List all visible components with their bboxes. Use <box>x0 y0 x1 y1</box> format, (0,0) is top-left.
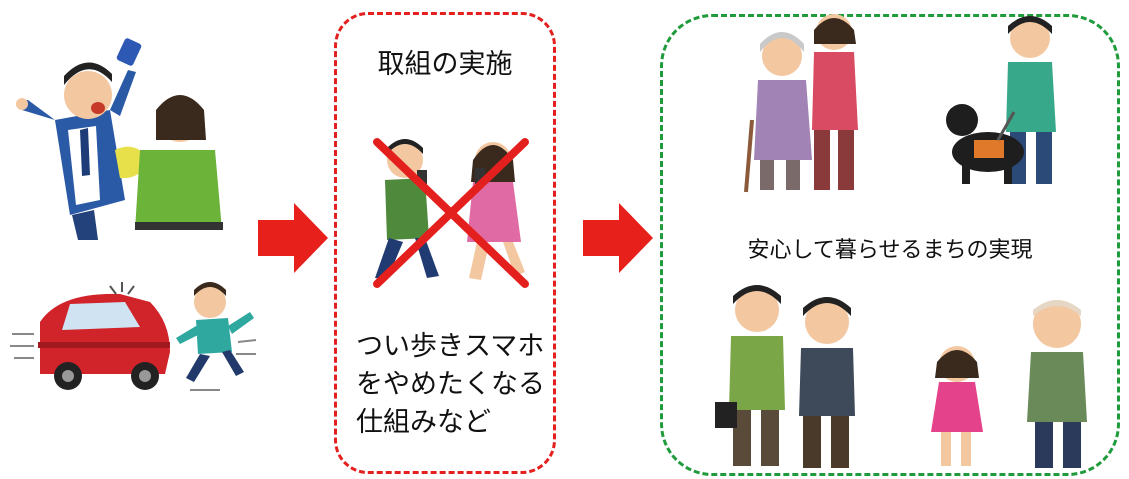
result-box <box>660 14 1120 476</box>
walking-family-icon <box>715 285 1087 468</box>
crossed-out-walking-smartphone-users-icon <box>373 138 529 288</box>
problem-column <box>0 0 260 479</box>
elderly-with-caregiver-icon <box>744 14 858 193</box>
car-near-miss-icon <box>10 282 257 391</box>
guide-dog-user-icon <box>946 16 1056 184</box>
arrow-right-icon <box>258 203 328 273</box>
action-line: つい歩きスマホ <box>356 331 545 362</box>
action-description: つい歩きスマホ をやめたくなる 仕組みなど <box>356 328 556 442</box>
action-line: をやめたくなる <box>356 369 545 400</box>
collision-people-icon <box>16 38 223 240</box>
arrow-right-icon <box>583 203 653 273</box>
action-line: 仕組みなど <box>356 407 491 438</box>
action-title: 取組の実施 <box>377 49 513 80</box>
action-box <box>334 12 556 474</box>
result-caption: 安心して暮らせるまちの実現 <box>747 238 1033 263</box>
